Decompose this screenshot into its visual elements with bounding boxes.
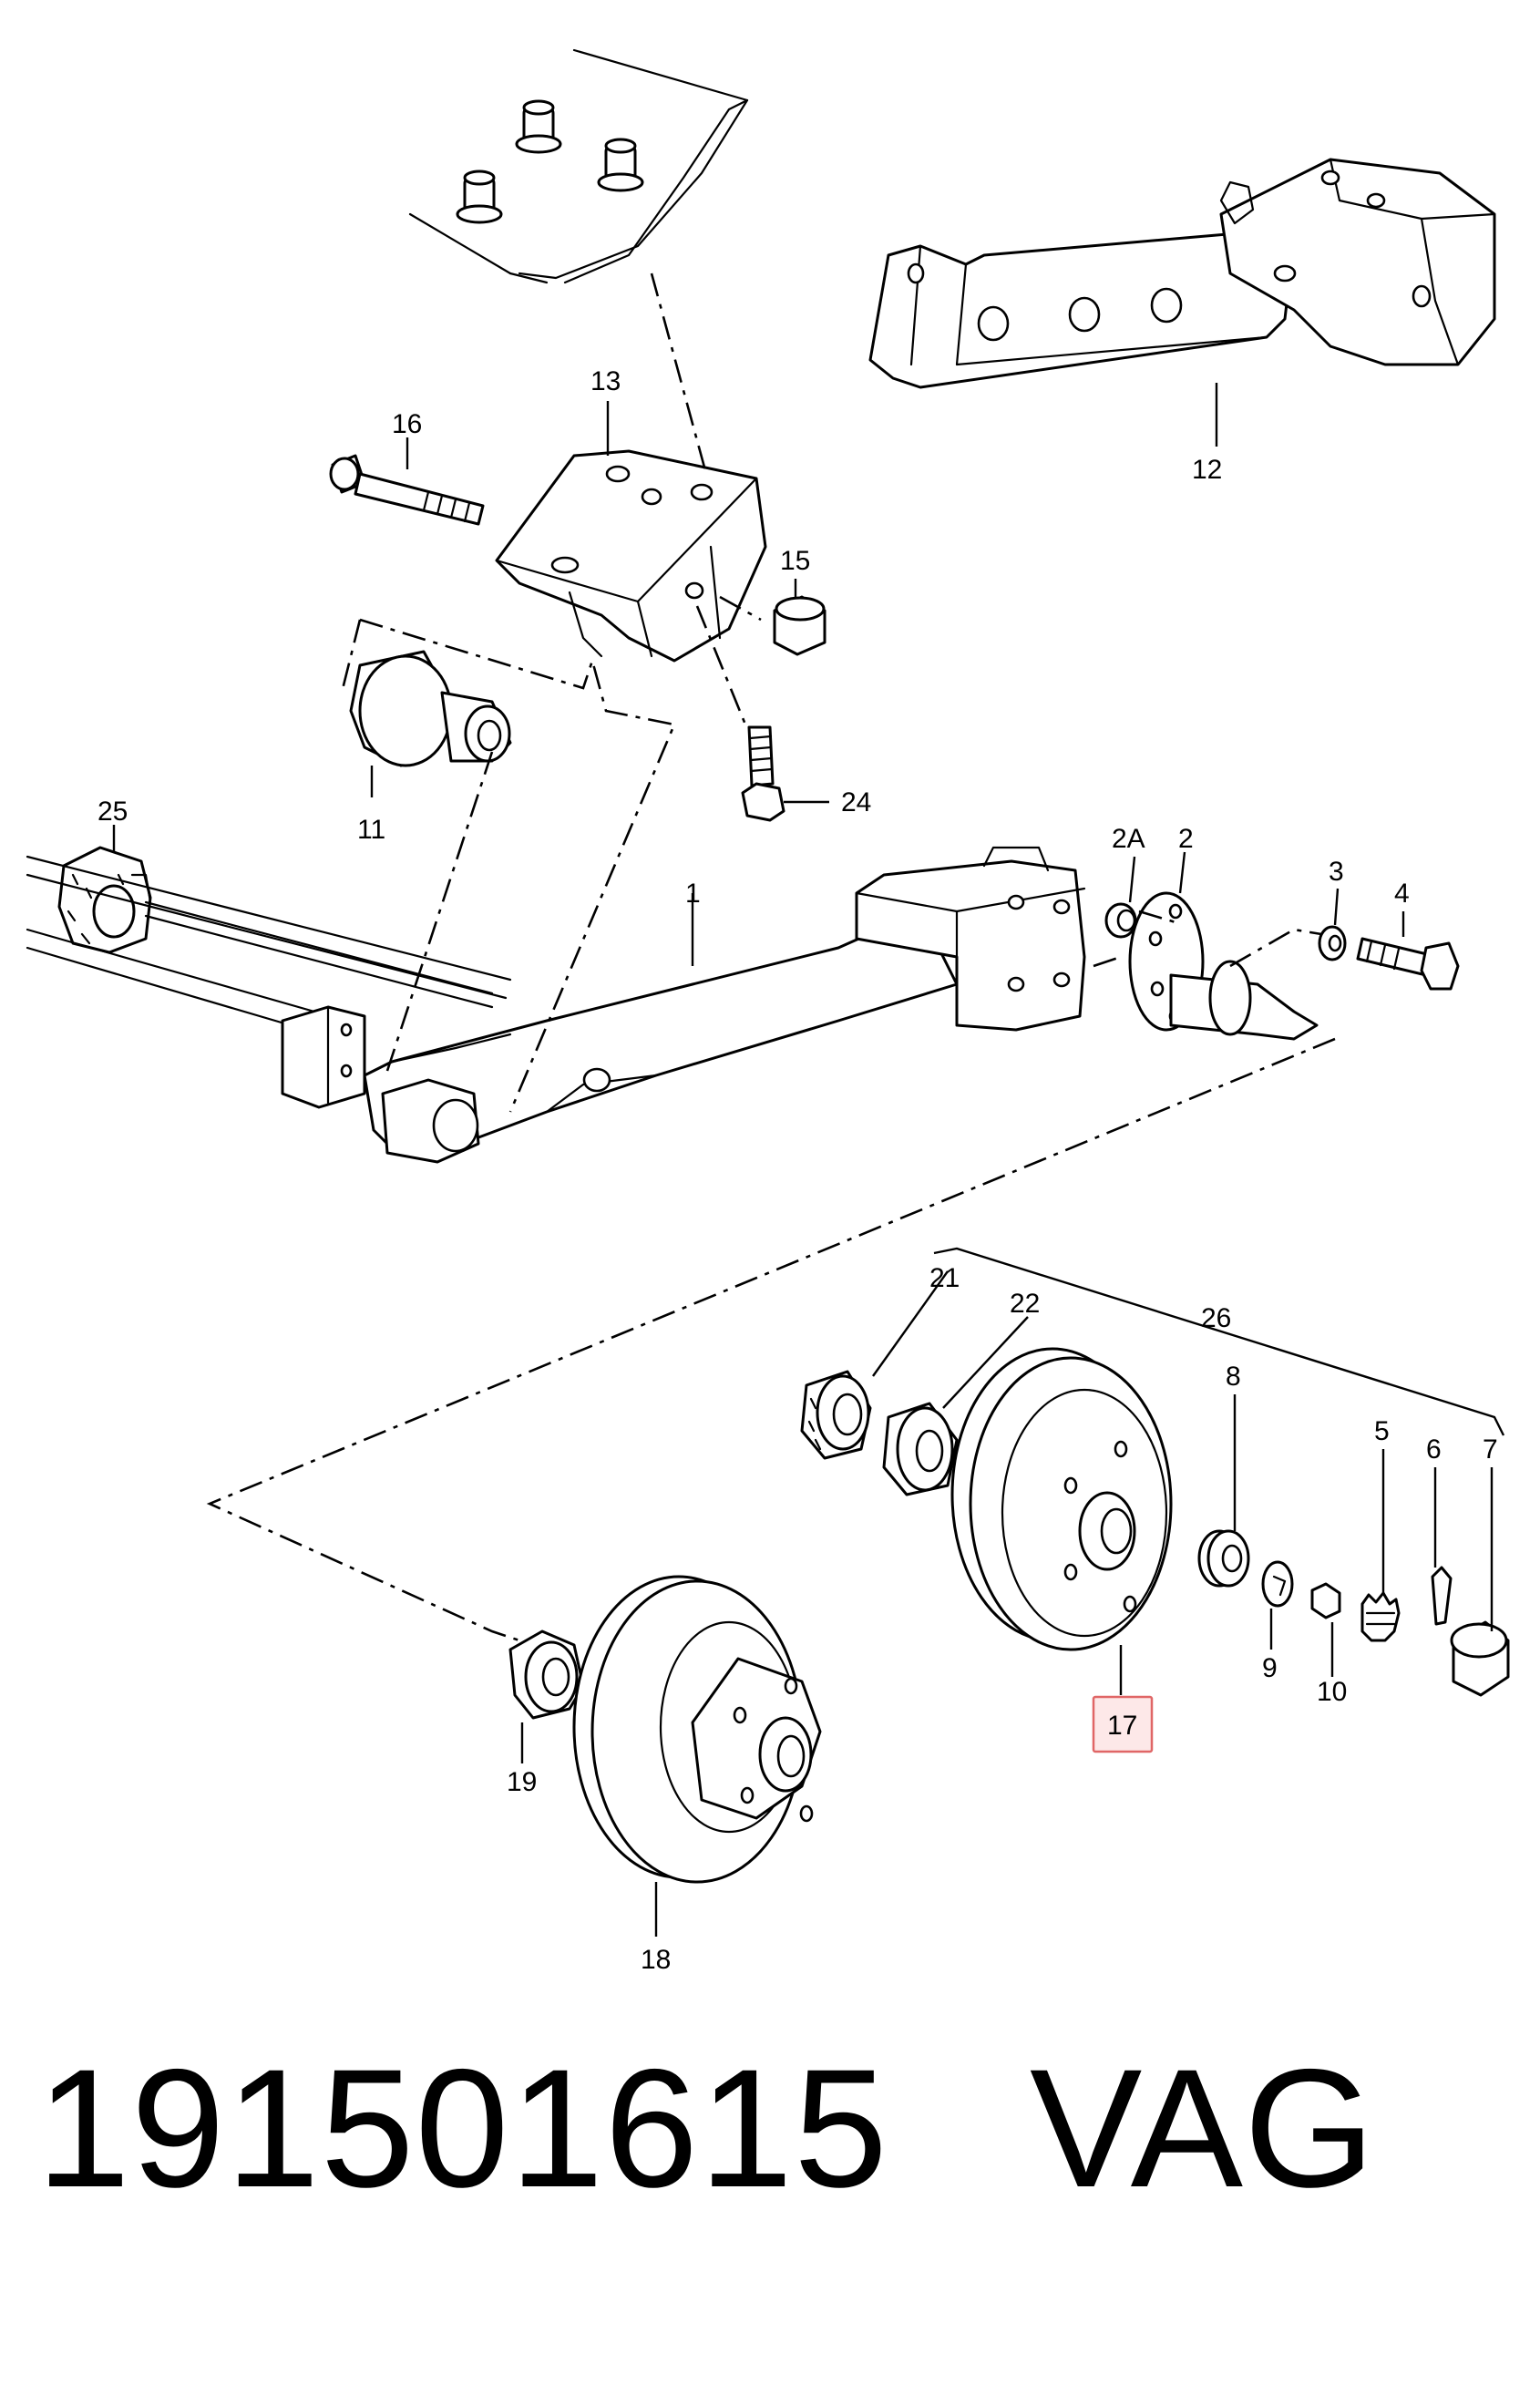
- callout-25[interactable]: 25: [98, 797, 128, 827]
- highlighted-callout-box[interactable]: [1092, 1695, 1154, 1753]
- callout-12[interactable]: 12: [1192, 455, 1222, 485]
- callout-17[interactable]: 17: [1107, 1711, 1137, 1741]
- rubber-bush-11: [349, 650, 512, 767]
- mounting-plate-13: [495, 449, 767, 663]
- rear-axle-beam-1: [26, 846, 1086, 1164]
- brake-drum-17: [950, 1347, 1173, 1651]
- callout-8[interactable]: 8: [1226, 1362, 1241, 1392]
- leader-lines: [112, 383, 1505, 1937]
- callout-labels: 1 2 2A 3 4 5 6 7 8 9 10 11 12 13 15 16 1…: [98, 366, 1498, 1975]
- spacer-2a: [1104, 902, 1137, 939]
- brand-name: VAG: [1030, 2035, 1376, 2223]
- roller-bearing-22: [882, 1402, 959, 1496]
- grease-cap-7: [1450, 1620, 1510, 1697]
- part-number: 191501615: [36, 2035, 888, 2223]
- seal-19: [508, 1629, 585, 1720]
- bolt-16: [329, 454, 485, 526]
- callout-5[interactable]: 5: [1374, 1416, 1390, 1446]
- callout-1[interactable]: 1: [685, 879, 701, 909]
- callout-18[interactable]: 18: [641, 1945, 671, 1975]
- callout-16[interactable]: 16: [392, 409, 422, 439]
- stud-bolt: [456, 170, 503, 224]
- callout-9[interactable]: 9: [1262, 1653, 1278, 1683]
- callout-19[interactable]: 19: [507, 1767, 537, 1797]
- callout-6[interactable]: 6: [1426, 1434, 1442, 1465]
- body-floor-panel: [408, 48, 749, 284]
- bush-25: [57, 846, 152, 954]
- locking-ring-5: [1360, 1591, 1401, 1642]
- bearing-21: [800, 1370, 872, 1460]
- callout-11[interactable]: 11: [357, 815, 385, 845]
- assembly-lines: [206, 272, 1336, 1642]
- stub-axle-2: [1128, 891, 1319, 1041]
- cotter-pin-6: [1431, 1566, 1453, 1626]
- callout-7[interactable]: 7: [1483, 1434, 1498, 1465]
- callout-24[interactable]: 24: [841, 787, 871, 817]
- stud-bolt: [597, 138, 644, 192]
- bolt-4: [1356, 937, 1460, 991]
- callout-15[interactable]: 15: [780, 546, 810, 576]
- callout-10[interactable]: 10: [1317, 1677, 1347, 1707]
- callout-3[interactable]: 3: [1329, 857, 1344, 887]
- brake-disc-18: [572, 1575, 822, 1884]
- outer-bearing-8: [1197, 1529, 1250, 1588]
- callout-2a[interactable]: 2A: [1112, 824, 1145, 854]
- callout-21[interactable]: 21: [929, 1263, 960, 1293]
- washer-3: [1318, 925, 1347, 961]
- nut-15: [773, 595, 826, 656]
- callout-4[interactable]: 4: [1394, 879, 1410, 909]
- callout-22[interactable]: 22: [1010, 1289, 1040, 1319]
- stud-bolt: [515, 99, 562, 154]
- bolt-24: [741, 725, 785, 822]
- callout-2[interactable]: 2: [1178, 824, 1194, 854]
- part-footer: 191501615 VAG: [36, 2032, 1504, 2251]
- callout-13[interactable]: 13: [590, 366, 621, 396]
- mounting-bracket-12: [868, 158, 1496, 389]
- nut-10: [1310, 1582, 1341, 1619]
- thrust-washer-9: [1261, 1560, 1294, 1608]
- callout-26[interactable]: 26: [1201, 1303, 1231, 1333]
